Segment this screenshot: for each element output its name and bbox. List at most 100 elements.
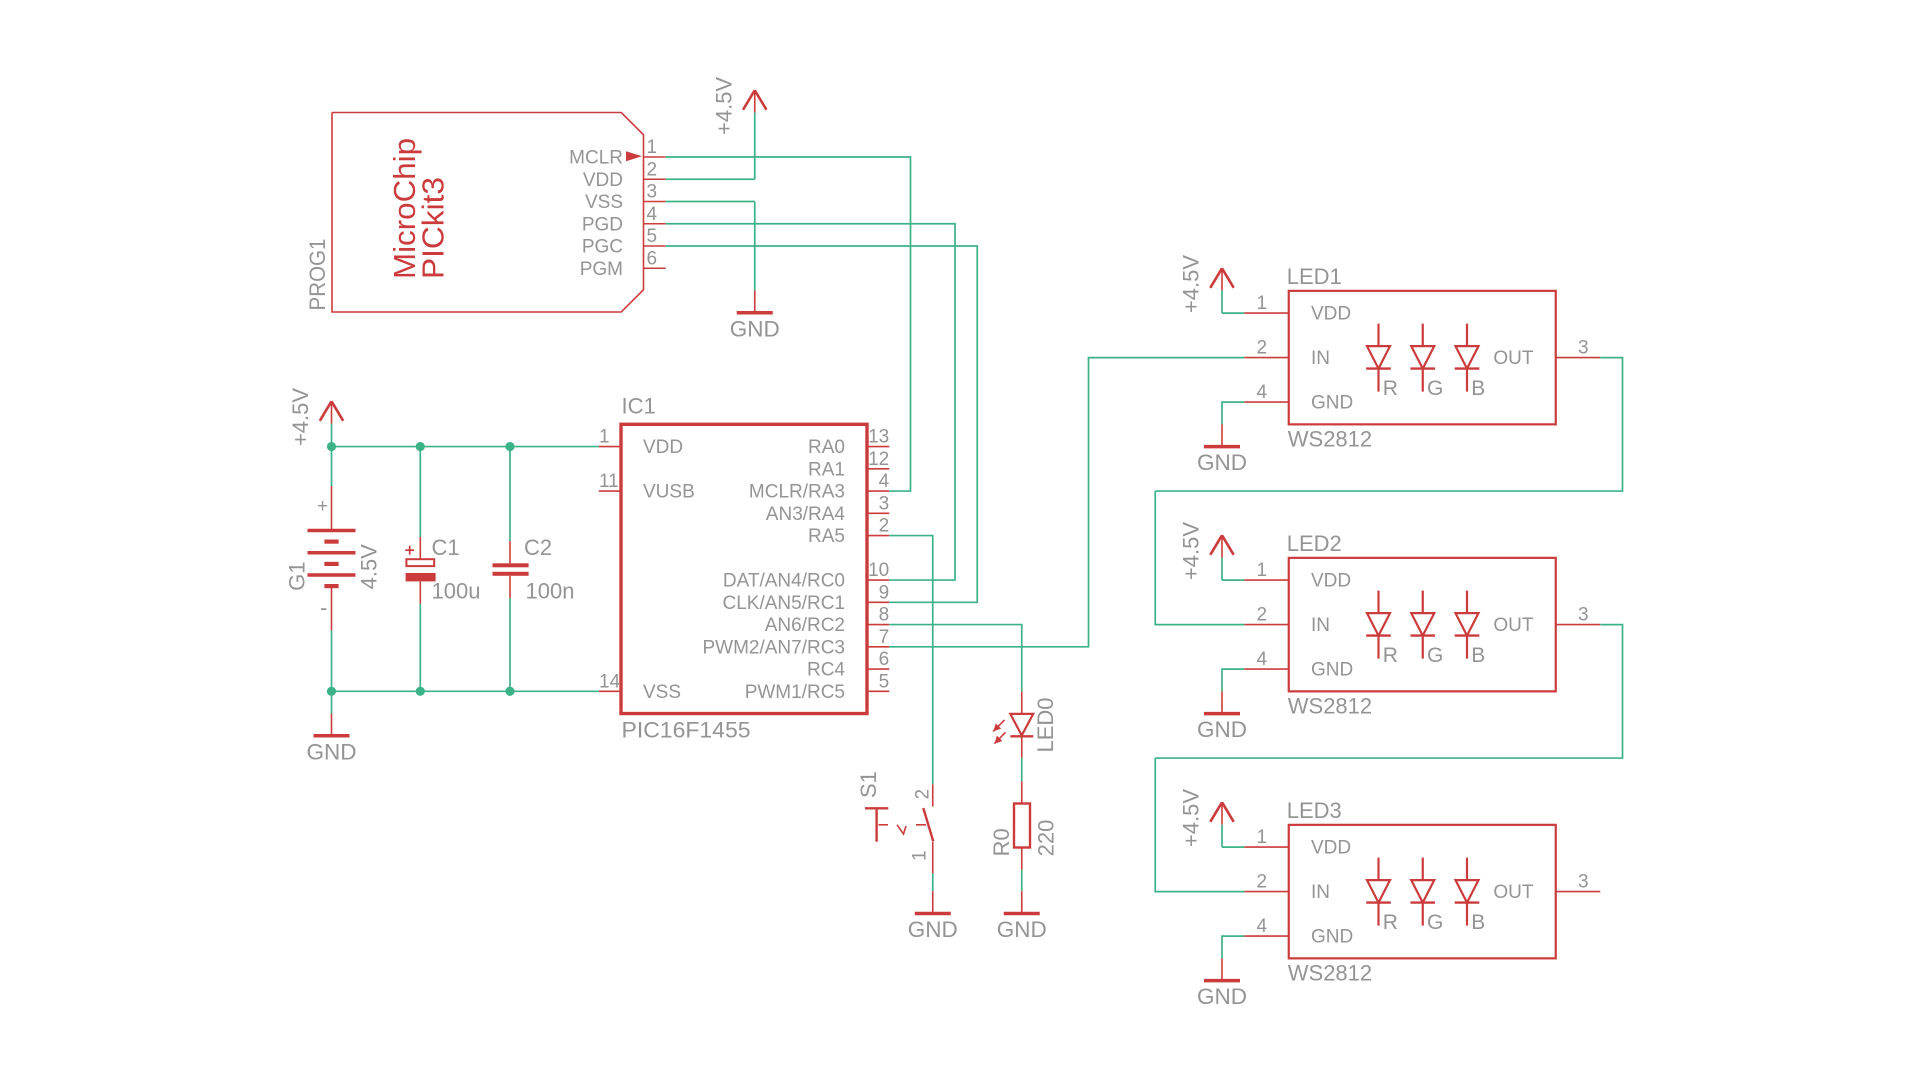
svg-text:G: G: [1427, 377, 1443, 400]
svg-text:GND: GND: [1197, 717, 1247, 742]
svg-text:VSS: VSS: [585, 192, 623, 213]
svg-text:GND: GND: [1311, 660, 1353, 681]
svg-text:7: 7: [879, 627, 890, 648]
svg-text:1: 1: [1257, 560, 1268, 581]
svg-text:PGC: PGC: [582, 237, 623, 258]
svg-text:1: 1: [599, 427, 610, 448]
svg-text:1: 1: [910, 850, 931, 861]
svg-text:G1: G1: [284, 562, 309, 591]
svg-text:12: 12: [868, 449, 889, 470]
svg-text:R: R: [1383, 377, 1398, 400]
svg-text:GND: GND: [997, 917, 1047, 942]
svg-text:S1: S1: [856, 771, 881, 798]
svg-text:+4.5V: +4.5V: [1179, 789, 1204, 847]
svg-text:+4.5V: +4.5V: [1179, 255, 1204, 313]
svg-text:4: 4: [1257, 382, 1268, 403]
svg-text:4: 4: [1257, 916, 1268, 937]
svg-text:LED2: LED2: [1287, 531, 1342, 556]
svg-text:2: 2: [1257, 605, 1268, 626]
svg-text:3: 3: [1578, 338, 1589, 359]
svg-text:VDD: VDD: [1311, 571, 1351, 592]
svg-text:3: 3: [1578, 605, 1589, 626]
svg-text:RC4: RC4: [807, 660, 845, 681]
svg-text:VDD: VDD: [1311, 838, 1351, 859]
svg-text:+4.5V: +4.5V: [1179, 522, 1204, 580]
svg-text:VDD: VDD: [583, 170, 623, 191]
svg-text:2: 2: [1257, 872, 1268, 893]
svg-text:14: 14: [599, 671, 621, 692]
svg-text:PWM2/AN7/RC3: PWM2/AN7/RC3: [702, 637, 845, 658]
svg-text:GND: GND: [908, 917, 958, 942]
svg-text:AN6/RC2: AN6/RC2: [765, 615, 845, 636]
svg-text:DAT/AN4/RC0: DAT/AN4/RC0: [723, 571, 845, 592]
svg-text:AN3/RA4: AN3/RA4: [766, 504, 846, 525]
svg-text:GND: GND: [1197, 984, 1247, 1009]
svg-text:4: 4: [879, 471, 890, 492]
svg-text:1: 1: [1257, 827, 1268, 848]
svg-text:2: 2: [1257, 338, 1268, 359]
svg-text:8: 8: [879, 605, 890, 626]
svg-text:220: 220: [1034, 820, 1059, 857]
svg-text:IN: IN: [1311, 615, 1330, 636]
svg-text:GND: GND: [307, 739, 357, 764]
svg-text:10: 10: [868, 560, 889, 581]
svg-text:6: 6: [647, 248, 658, 269]
svg-text:+4.5V: +4.5V: [711, 77, 736, 135]
svg-text:5: 5: [879, 671, 890, 692]
svg-text:IN: IN: [1311, 348, 1330, 369]
svg-text:PIC16F1455: PIC16F1455: [622, 718, 751, 743]
svg-text:3: 3: [647, 182, 658, 203]
svg-text:C1: C1: [432, 535, 460, 560]
svg-text:+: +: [317, 496, 328, 517]
svg-text:2: 2: [647, 159, 658, 180]
svg-text:CLK/AN5/RC1: CLK/AN5/RC1: [723, 593, 846, 614]
svg-text:5: 5: [647, 226, 658, 247]
svg-text:MCLR: MCLR: [569, 148, 623, 169]
svg-text:WS2812: WS2812: [1288, 960, 1372, 985]
svg-text:MicroChip: MicroChip: [387, 138, 422, 279]
svg-text:WS2812: WS2812: [1288, 426, 1372, 451]
svg-text:MCLR/RA3: MCLR/RA3: [749, 482, 845, 503]
svg-text:100n: 100n: [526, 579, 575, 604]
svg-text:R: R: [1383, 644, 1398, 667]
svg-text:OUT: OUT: [1493, 882, 1534, 903]
svg-text:PICkit3: PICkit3: [416, 177, 451, 279]
svg-text:RA0: RA0: [808, 437, 845, 458]
svg-text:-: -: [320, 595, 327, 620]
svg-text:PWM1/RC5: PWM1/RC5: [745, 682, 845, 703]
svg-text:GND: GND: [1311, 927, 1353, 948]
svg-text:G: G: [1427, 911, 1443, 934]
svg-text:PROG1: PROG1: [305, 239, 330, 311]
svg-text:GND: GND: [1197, 450, 1247, 475]
svg-text:OUT: OUT: [1493, 615, 1534, 636]
svg-text:+4.5V: +4.5V: [288, 388, 313, 446]
svg-text:RA1: RA1: [808, 459, 845, 480]
svg-text:VUSB: VUSB: [643, 482, 695, 503]
svg-text:2: 2: [879, 516, 890, 537]
svg-text:C2: C2: [524, 535, 552, 560]
svg-text:R: R: [1383, 911, 1398, 934]
svg-text:VDD: VDD: [1311, 304, 1351, 325]
svg-text:RA5: RA5: [808, 526, 845, 547]
svg-text:B: B: [1471, 644, 1485, 667]
svg-text:LED3: LED3: [1287, 798, 1342, 823]
svg-text:4.5V: 4.5V: [357, 544, 382, 590]
svg-text:4: 4: [647, 204, 658, 225]
svg-text:PGD: PGD: [582, 214, 623, 235]
svg-text:IN: IN: [1311, 882, 1330, 903]
svg-text:GND: GND: [730, 316, 780, 341]
svg-text:B: B: [1471, 377, 1485, 400]
svg-text:9: 9: [879, 582, 890, 603]
svg-text:R0: R0: [989, 828, 1014, 856]
svg-text:3: 3: [1578, 872, 1589, 893]
svg-text:G: G: [1427, 644, 1443, 667]
svg-text:VSS: VSS: [643, 682, 681, 703]
svg-text:13: 13: [868, 427, 889, 448]
svg-text:1: 1: [1257, 293, 1268, 314]
svg-text:6: 6: [879, 649, 890, 670]
svg-text:IC1: IC1: [622, 394, 656, 419]
svg-text:100u: 100u: [432, 579, 481, 604]
svg-text:11: 11: [599, 471, 619, 492]
svg-text:VDD: VDD: [643, 437, 683, 458]
svg-text:WS2812: WS2812: [1288, 693, 1372, 718]
